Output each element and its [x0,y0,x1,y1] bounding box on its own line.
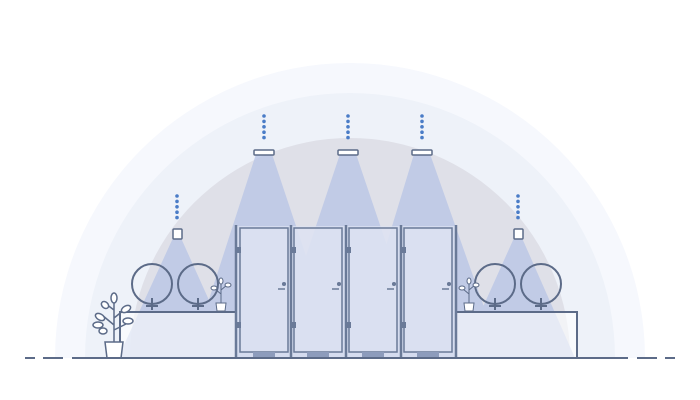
hanging-dot [420,135,424,140]
stall-door [348,227,398,353]
stall-door [293,227,343,353]
hanging-dot [262,130,266,134]
wall-lamp [172,228,183,240]
hinges [236,247,406,328]
hanging-dot [175,199,179,204]
hanging-dot [262,114,266,118]
hanging-dot [516,199,520,204]
wall-lamp [513,228,524,240]
plant-left-large [92,292,134,359]
faucets [146,298,547,310]
counter-left [119,311,237,359]
hanging-dot [262,125,266,129]
stall-door [403,227,453,353]
hanging-dot [346,119,350,124]
hanging-dot [175,194,179,198]
hanging-dot [175,215,179,220]
door-handles [278,281,452,290]
hanging-dot [175,205,179,209]
ceiling-lamp [411,149,433,156]
stalls [234,225,458,358]
hanging-dot [346,135,350,140]
hanging-dot [175,210,179,214]
hanging-dot [420,119,424,124]
hanging-dot [420,125,424,129]
hanging-dot [262,135,266,140]
ceiling-lamp [337,149,359,156]
hanging-dot [516,210,520,214]
door-gaps [253,352,439,357]
hanging-dot [346,114,350,118]
hanging-dots [175,114,520,220]
stall-door [239,227,289,353]
counter-right [455,311,578,359]
stall-doors [239,227,453,353]
ceiling-lights [172,149,524,240]
hanging-dot [346,130,350,134]
hanging-dot [420,114,424,118]
hanging-dot [516,194,520,198]
hanging-dot [516,215,520,220]
hanging-dot [516,205,520,209]
hanging-dot [262,119,266,124]
plant-right-small [458,277,480,312]
hanging-dot [420,130,424,134]
plant-left-small [210,277,232,312]
ceiling-lamp [253,149,275,156]
hanging-dot [346,125,350,129]
